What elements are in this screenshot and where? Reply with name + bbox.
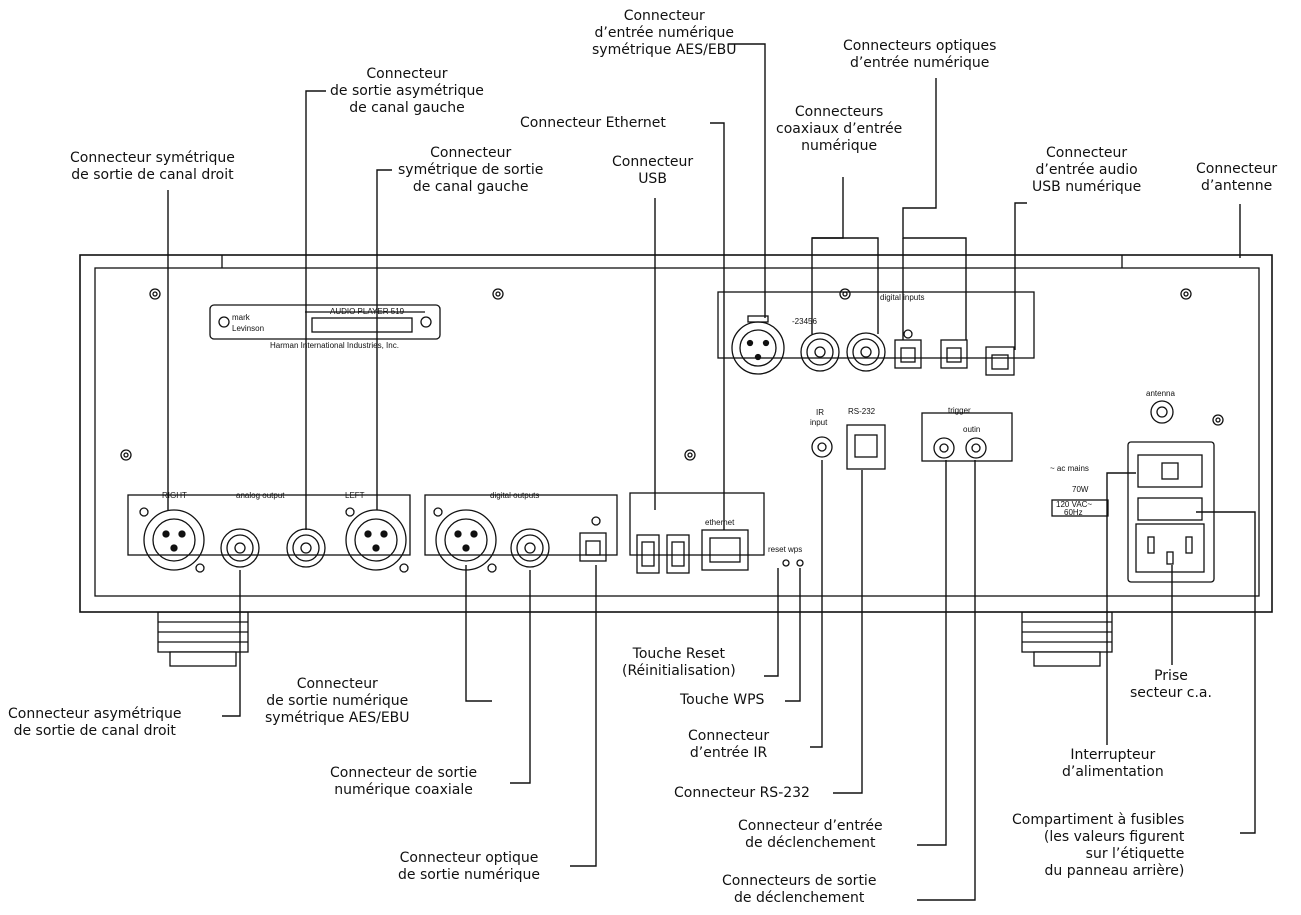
rs232-jack [846, 424, 886, 470]
brand-line-1: mark [232, 313, 251, 322]
callout-antenna: Connecteur d’antenne [1196, 161, 1278, 194]
callout-ethernet: Connecteur Ethernet [520, 115, 666, 131]
usb-a-jacks [636, 534, 690, 574]
callout-right-bal-out: Connecteur symétrique de sortie de canal… [70, 150, 235, 183]
callout-optical-output: Connecteur optique de sortie numérique [398, 850, 541, 883]
trigger-label: trigger [948, 406, 971, 415]
callout-fuse: Compartiment à fusibles (les valeurs fig… [1012, 812, 1185, 879]
callout-right-unbal-out: Connecteur asymétrique de sortie de cana… [8, 706, 182, 739]
callout-ir-input: Connecteur d’entrée IR [688, 728, 770, 761]
rs232-label: RS-232 [848, 407, 876, 416]
ir-input-label: input [810, 418, 828, 427]
power-rating-label: 70W [1072, 485, 1089, 494]
antenna-jack [1150, 400, 1174, 424]
product-label: AUDIO PLAYER 519 [330, 307, 405, 316]
callout-left-unbal-out: Connecteur de sortie asymétrique de cana… [330, 66, 484, 116]
analog-output-label: analog output [236, 491, 285, 500]
usb-ethernet-box [629, 492, 765, 556]
ethernet-label: ethernet [705, 518, 735, 527]
right-rca-output [220, 528, 260, 568]
ethernet-jack [701, 529, 749, 571]
callout-power-switch: Interrupteur d’alimentation [1062, 747, 1164, 780]
right-foot [1021, 611, 1113, 667]
ir-jack [811, 436, 833, 458]
reset-wps-label: reset wps [768, 545, 802, 554]
screws [120, 288, 1224, 461]
digital-outputs-label: digital outputs [490, 491, 539, 500]
coax-input-jacks [800, 332, 886, 372]
callout-aes-output: Connecteur de sortie numérique symétriqu… [265, 676, 410, 726]
callout-trigger-out: Connecteurs de sortie de déclenchement [722, 873, 877, 906]
ir-label: IR [816, 408, 824, 417]
digital-inputs-label: digital inputs [880, 293, 924, 302]
chassis-outer [79, 254, 1273, 613]
left-xlr-output [345, 507, 409, 573]
callout-usb: Connecteur USB [612, 154, 694, 187]
antenna-label: antenna [1146, 389, 1175, 398]
trigger-ports-label: outin [963, 425, 980, 434]
usb-b-input-jack [985, 346, 1015, 376]
callout-coax-inputs: Connecteurs coaxiaux d’entrée numérique [776, 104, 903, 154]
leader-lines [167, 43, 1256, 901]
callout-aes-input: Connecteur d’entrée numérique symétrique… [592, 8, 737, 58]
left-label: LEFT [345, 491, 365, 500]
digital-outputs-box [424, 494, 618, 556]
optical-input-jacks [894, 329, 968, 369]
ac-mains-label: ~ ac mains [1050, 464, 1089, 473]
callout-coax-output: Connecteur de sortie numérique coaxiale [330, 765, 478, 798]
callout-trigger-in: Connecteur d’entrée de déclenchement [738, 818, 883, 851]
optical-output-jack [579, 516, 607, 562]
left-foot [157, 611, 249, 667]
reset-button [782, 559, 790, 567]
trigger-box [921, 412, 1013, 462]
callout-ac-inlet: Prise secteur c.a. [1130, 668, 1212, 701]
brand-line-2: Levinson [232, 324, 264, 333]
analog-outputs-box [127, 494, 411, 556]
coax-output-jack [510, 528, 550, 568]
aes-input-jack [731, 315, 785, 375]
callout-reset: Touche Reset (Réinitialisation) [622, 646, 736, 679]
voltage-line-2: 60Hz [1064, 508, 1083, 517]
right-xlr-output [139, 507, 205, 573]
company-label: Harman International Industries, Inc. [270, 341, 399, 350]
chassis-inner [94, 267, 1260, 597]
digital-inputs-box [717, 291, 1035, 359]
callout-left-bal-out: Connecteur symétrique de sortie de canal… [398, 145, 544, 195]
voltage-line-1: 120 VAC~ [1056, 500, 1092, 509]
brand-plate [209, 304, 441, 340]
trigger-out-jack [965, 437, 987, 459]
callout-usb-audio-in: Connecteur d’entrée audio USB numérique [1032, 145, 1142, 195]
callout-optical-inputs: Connecteurs optiques d’entrée numérique [843, 38, 997, 71]
callout-rs232: Connecteur RS-232 [674, 785, 810, 801]
wps-button [796, 559, 804, 567]
digital-input-numbers: -23456 [792, 317, 817, 326]
right-label: RIGHT [162, 491, 187, 500]
trigger-in-jack [933, 437, 955, 459]
callout-wps: Touche WPS [680, 692, 765, 708]
